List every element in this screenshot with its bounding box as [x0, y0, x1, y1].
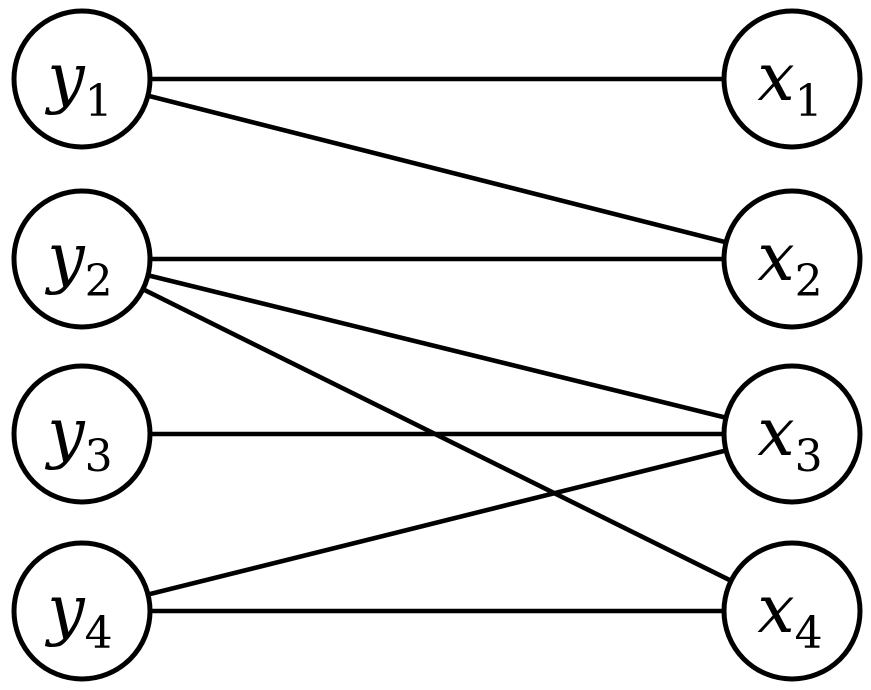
node-y3: y3	[11, 363, 153, 505]
node-x4-circle	[721, 540, 863, 682]
node-y4-label: y4	[44, 571, 112, 659]
edge-group	[80, 76, 794, 614]
node-x2-label: x2	[757, 219, 822, 307]
node-y4-circle	[11, 540, 153, 682]
node-x1-label: x1	[757, 39, 822, 127]
node-y2: y2	[11, 188, 153, 330]
node-x3: x3	[721, 363, 863, 505]
node-y2-circle	[11, 188, 153, 330]
node-x4: x4	[721, 540, 863, 682]
edge-y1-x2	[81, 76, 793, 262]
node-y4: y4	[11, 540, 153, 682]
node-x2-circle	[721, 188, 863, 330]
node-x4-label: x4	[757, 571, 822, 659]
node-y1: y1	[11, 8, 153, 150]
edge-y4-x3	[81, 431, 793, 614]
node-x2: x2	[721, 188, 863, 330]
node-y1-label: y1	[44, 39, 112, 127]
node-x3-circle	[721, 363, 863, 505]
node-x3-label: x3	[757, 394, 822, 482]
node-y1-circle	[11, 8, 153, 150]
node-x1-circle	[721, 8, 863, 150]
node-y3-circle	[11, 363, 153, 505]
node-y2-label: y2	[44, 219, 112, 307]
node-x1: x1	[721, 8, 863, 150]
node-y3-label: y3	[44, 394, 112, 482]
edge-y2-x3	[81, 256, 793, 437]
